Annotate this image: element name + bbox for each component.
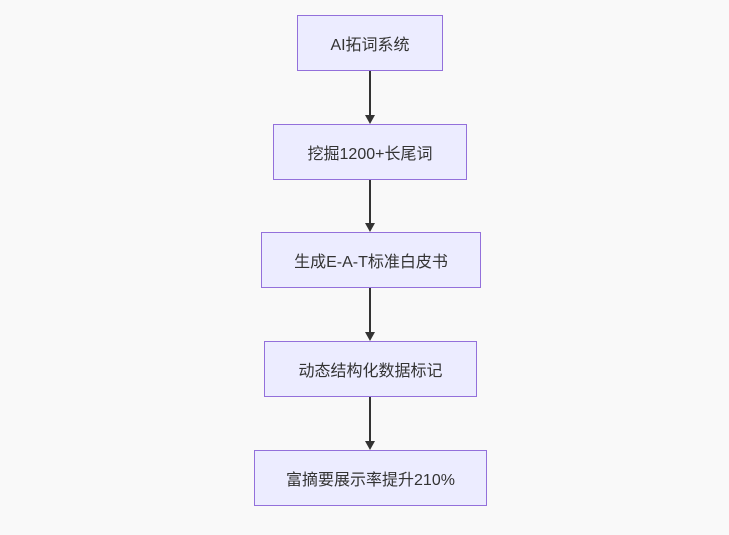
flow-node-rich-snippet-result: 富摘要展示率提升210% [254,450,487,506]
arrow-line [369,180,371,223]
flow-node-label: 富摘要展示率提升210% [286,472,455,489]
arrow-line [369,397,371,441]
flow-arrow-1-2 [364,71,376,124]
arrow-line [369,71,371,115]
flow-node-ai-keyword-system: AI拓词系统 [297,15,443,71]
arrowhead-down-icon [365,223,375,232]
flow-node-eat-whitepaper: 生成E-A-T标准白皮书 [261,232,481,288]
arrowhead-down-icon [365,332,375,341]
flow-arrow-2-3 [364,180,376,232]
flow-node-label: AI拓词系统 [330,37,410,54]
flow-node-label: 挖掘1200+长尾词 [307,146,433,163]
flow-node-label: 动态结构化数据标记 [298,363,443,380]
flow-arrow-4-5 [364,397,376,450]
flow-node-longtail-mining: 挖掘1200+长尾词 [273,124,467,180]
flow-arrow-3-4 [364,288,376,341]
arrowhead-down-icon [365,115,375,124]
flow-node-structured-data-markup: 动态结构化数据标记 [264,341,477,397]
flow-node-label: 生成E-A-T标准白皮书 [294,254,448,271]
arrowhead-down-icon [365,441,375,450]
arrow-line [369,288,371,332]
